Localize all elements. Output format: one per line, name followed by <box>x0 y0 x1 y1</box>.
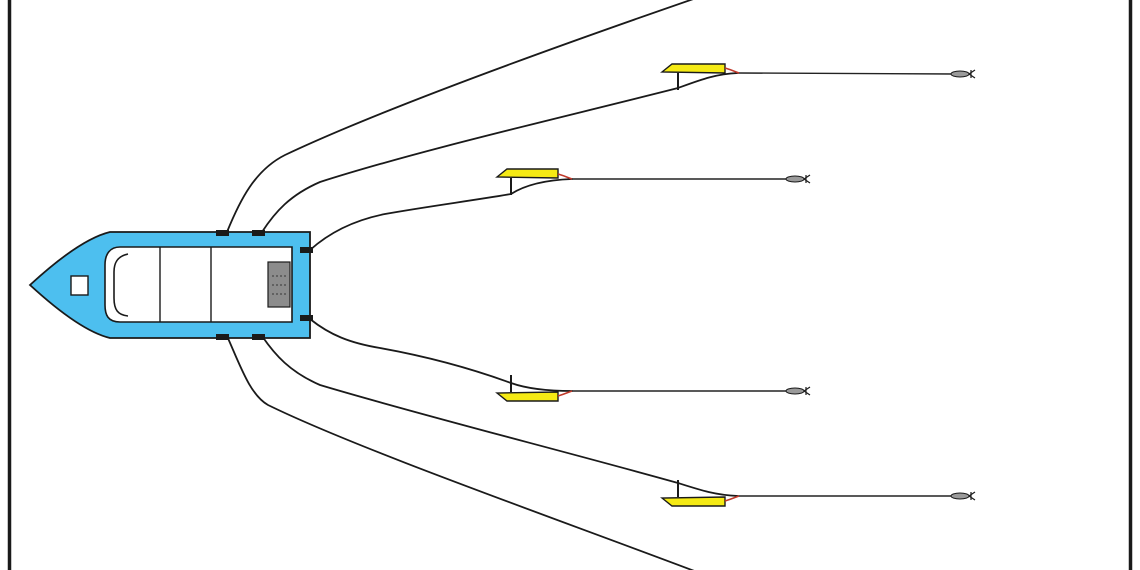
windshield <box>113 253 129 317</box>
rod-holder-icon <box>300 247 313 253</box>
line-to-board-lower-far <box>261 335 739 497</box>
line-outer-upper <box>226 0 694 233</box>
line-outer-lower <box>226 335 695 570</box>
rod-holder-icon <box>216 230 229 236</box>
rod-holder-icon <box>300 315 313 321</box>
lure-icon <box>785 386 811 396</box>
lure-icon <box>950 69 976 79</box>
leader-upper-far <box>737 72 956 75</box>
lure-icon <box>785 174 811 184</box>
planer-boards <box>495 63 740 507</box>
boat-icon <box>28 230 313 340</box>
line-to-board-upper-near <box>309 178 573 251</box>
planer-board-icon <box>495 375 573 402</box>
frame-border <box>7 0 1133 570</box>
rod-holder-icon <box>252 230 265 236</box>
planer-board-icon <box>660 480 740 507</box>
lures <box>785 69 976 501</box>
planer-board-icon <box>660 63 740 90</box>
bow-hatch <box>70 275 89 296</box>
boat-deck <box>104 246 293 323</box>
line-to-board-lower-near <box>309 318 573 392</box>
line-to-board-upper-far <box>261 72 739 233</box>
planer-board-icon <box>495 168 573 195</box>
rod-holder-icon <box>216 334 229 340</box>
rod-holder-icon <box>252 334 265 340</box>
engine-block <box>267 261 291 308</box>
fishing-lines <box>226 0 956 570</box>
lure-icon <box>950 491 976 501</box>
